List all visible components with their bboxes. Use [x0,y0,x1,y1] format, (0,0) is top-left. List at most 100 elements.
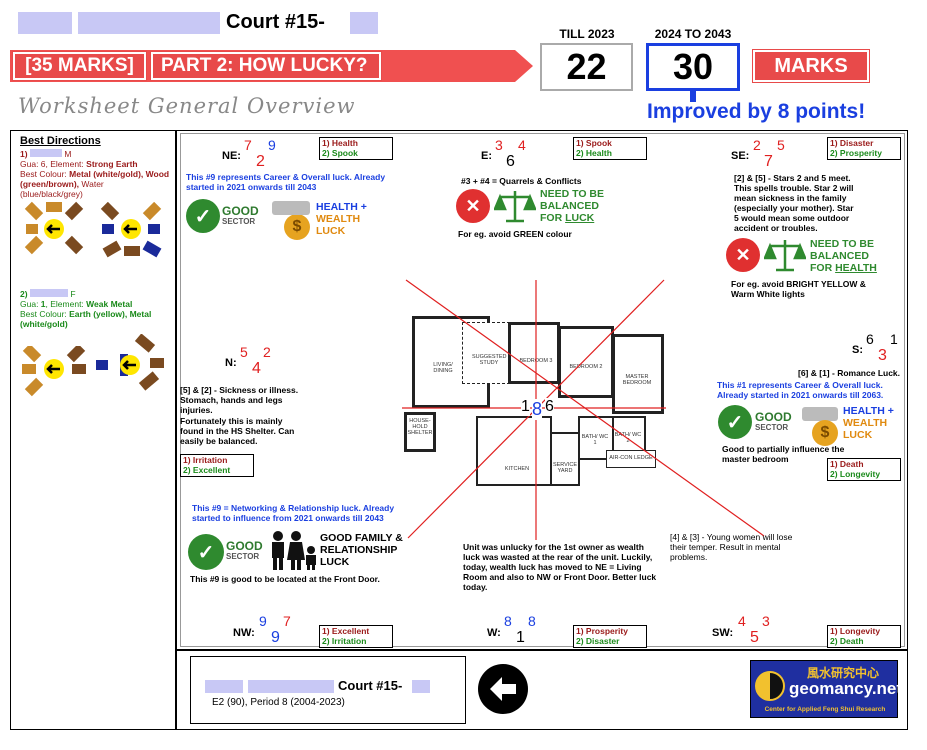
se-tag-2: 2) Prosperity [830,148,882,158]
s-star-1: 6 [866,331,874,347]
s-tag-2: 2) Longevity [830,469,881,479]
person-2-info: 2) F Gua: 1, Element: Weak Metal Best Co… [20,289,170,329]
e-star-3: 6 [506,153,515,170]
p1-colour-water: Water [79,179,104,189]
footer-panel [176,650,908,730]
logo-chinese: 風水研究中心 [806,666,879,680]
nw-star-3: 9 [271,629,280,646]
balance-scale-icon [494,191,536,223]
left-panel [10,130,176,730]
logo-text: geomancy.net [789,679,903,698]
arrow-left-icon [478,664,528,714]
till-label: TILL 2023 [559,27,615,41]
ne-note: This #9 represents Career & Overall luck… [186,172,386,192]
label-bath2: BATH/ WC 2 [614,432,642,444]
e-tag-1: 1) Spook [576,138,612,148]
sw-note: [4] & [3] - Young women will lose their … [670,532,793,562]
nw-label: NW: [233,627,255,639]
w-note: Unit was unlucky for the 1st owner as we… [463,542,657,592]
redacted-block [205,680,243,693]
n-tag-2: 2) Excellent [183,465,231,475]
part-label: PART 2: HOW LUCKY? [150,51,382,81]
s-note-3: Good to partially influence the master b… [722,444,845,464]
redacted-block [78,12,220,34]
label-service: SERVICE YARD [552,462,578,474]
e-nb3: FOR [540,212,566,224]
p1-colour-label: Best Colour: [20,169,70,179]
e-nb2: BALANCED [540,200,599,212]
w-star-2: 8 [528,613,536,629]
cross-icon: ✕ [726,238,760,272]
sw-tag-2: 2) Death [830,636,864,646]
ne-wealth: WEALTH [316,213,361,225]
page-title: Court #15- [226,11,325,33]
p2-gua-num: 1 [40,299,46,309]
e-star-1: 3 [495,137,503,153]
cross-icon: ✕ [456,189,490,223]
geomancy-logo: 風水研究中心 geomancy.net Center for Applied F… [750,660,902,718]
w-star-1: 8 [504,613,512,629]
ne-good: GOOD [222,204,259,218]
w-tag-1: 1) Prosperity [576,626,628,636]
n-tag-1: 1) Irritation [183,455,228,465]
label-master: MASTER BEDROOM [622,374,652,386]
w-star-3: 1 [516,629,525,646]
nw-family-2: RELATIONSHIP [320,544,398,556]
nw-tag-1: 1) Excellent [322,626,370,636]
p2-element: Weak Metal [86,299,133,309]
label-bath1: BATH/ WC 1 [581,434,609,446]
score-connector [690,90,696,102]
sw-star-1: 4 [738,613,746,629]
p1-element: Strong Earth [86,159,138,169]
family-icon [272,531,316,570]
nw-good: GOOD [226,539,263,553]
money-bag-icon: $ [812,420,838,446]
ne-health: HEALTH + [316,201,367,213]
n-note-2: Fortunately this is mainly found in the … [180,416,295,446]
ne-star-3: 2 [256,153,265,170]
ne-sector: SECTOR [222,217,256,226]
compass-rose-p1-a [24,201,84,255]
nw-note: This #9 = Networking & Relationship luck… [192,503,395,523]
se-nb1: NEED TO BE [810,238,874,250]
s-note-2: This #1 represents Career & Overall luck… [717,380,884,400]
center-star-3: 6 [545,398,554,416]
room-master [612,334,664,414]
se-nb4: HEALTH [835,262,877,274]
center-star-1: 1 [521,398,530,416]
n-note-1: [5] & [2] - Sickness or illness. Stomach… [180,385,299,415]
floor-plan: LIVING/ DINING SUGGESTED STUDY BEDROOM 3… [396,312,666,490]
redacted-block [412,680,430,693]
sw-tag-1: 1) Longevity [830,626,881,636]
e-nb4: LUCK [565,212,595,224]
improved-text: Improved by 8 points! [647,100,866,123]
hand-icon [802,407,838,421]
label-study: SUGGESTED STUDY [472,354,507,366]
check-icon: ✓ [188,534,224,570]
till-score: 22 [540,43,633,91]
part-text: PART 2: HOW LUCKY? [161,55,368,76]
nw-note-2: This #9 is good to be located at the Fro… [190,574,380,584]
ne-tag-1: 1) Health [322,138,358,148]
s-sector: SECTOR [755,423,789,432]
se-eg: For eg. avoid BRIGHT YELLOW & Warm White… [731,279,866,299]
nw-tag-2: 2) Irritation [322,636,367,646]
sw-star-3: 5 [750,629,759,646]
p1-gender: M [64,149,72,159]
label-shelter: HOUSE-HOLD SHELTER [407,418,433,436]
best-directions-title: Best Directions [20,135,101,147]
footer-subtitle: E2 (90), Period 8 (2004-2023) [212,697,345,708]
nw-family-3: LUCK [320,556,350,568]
